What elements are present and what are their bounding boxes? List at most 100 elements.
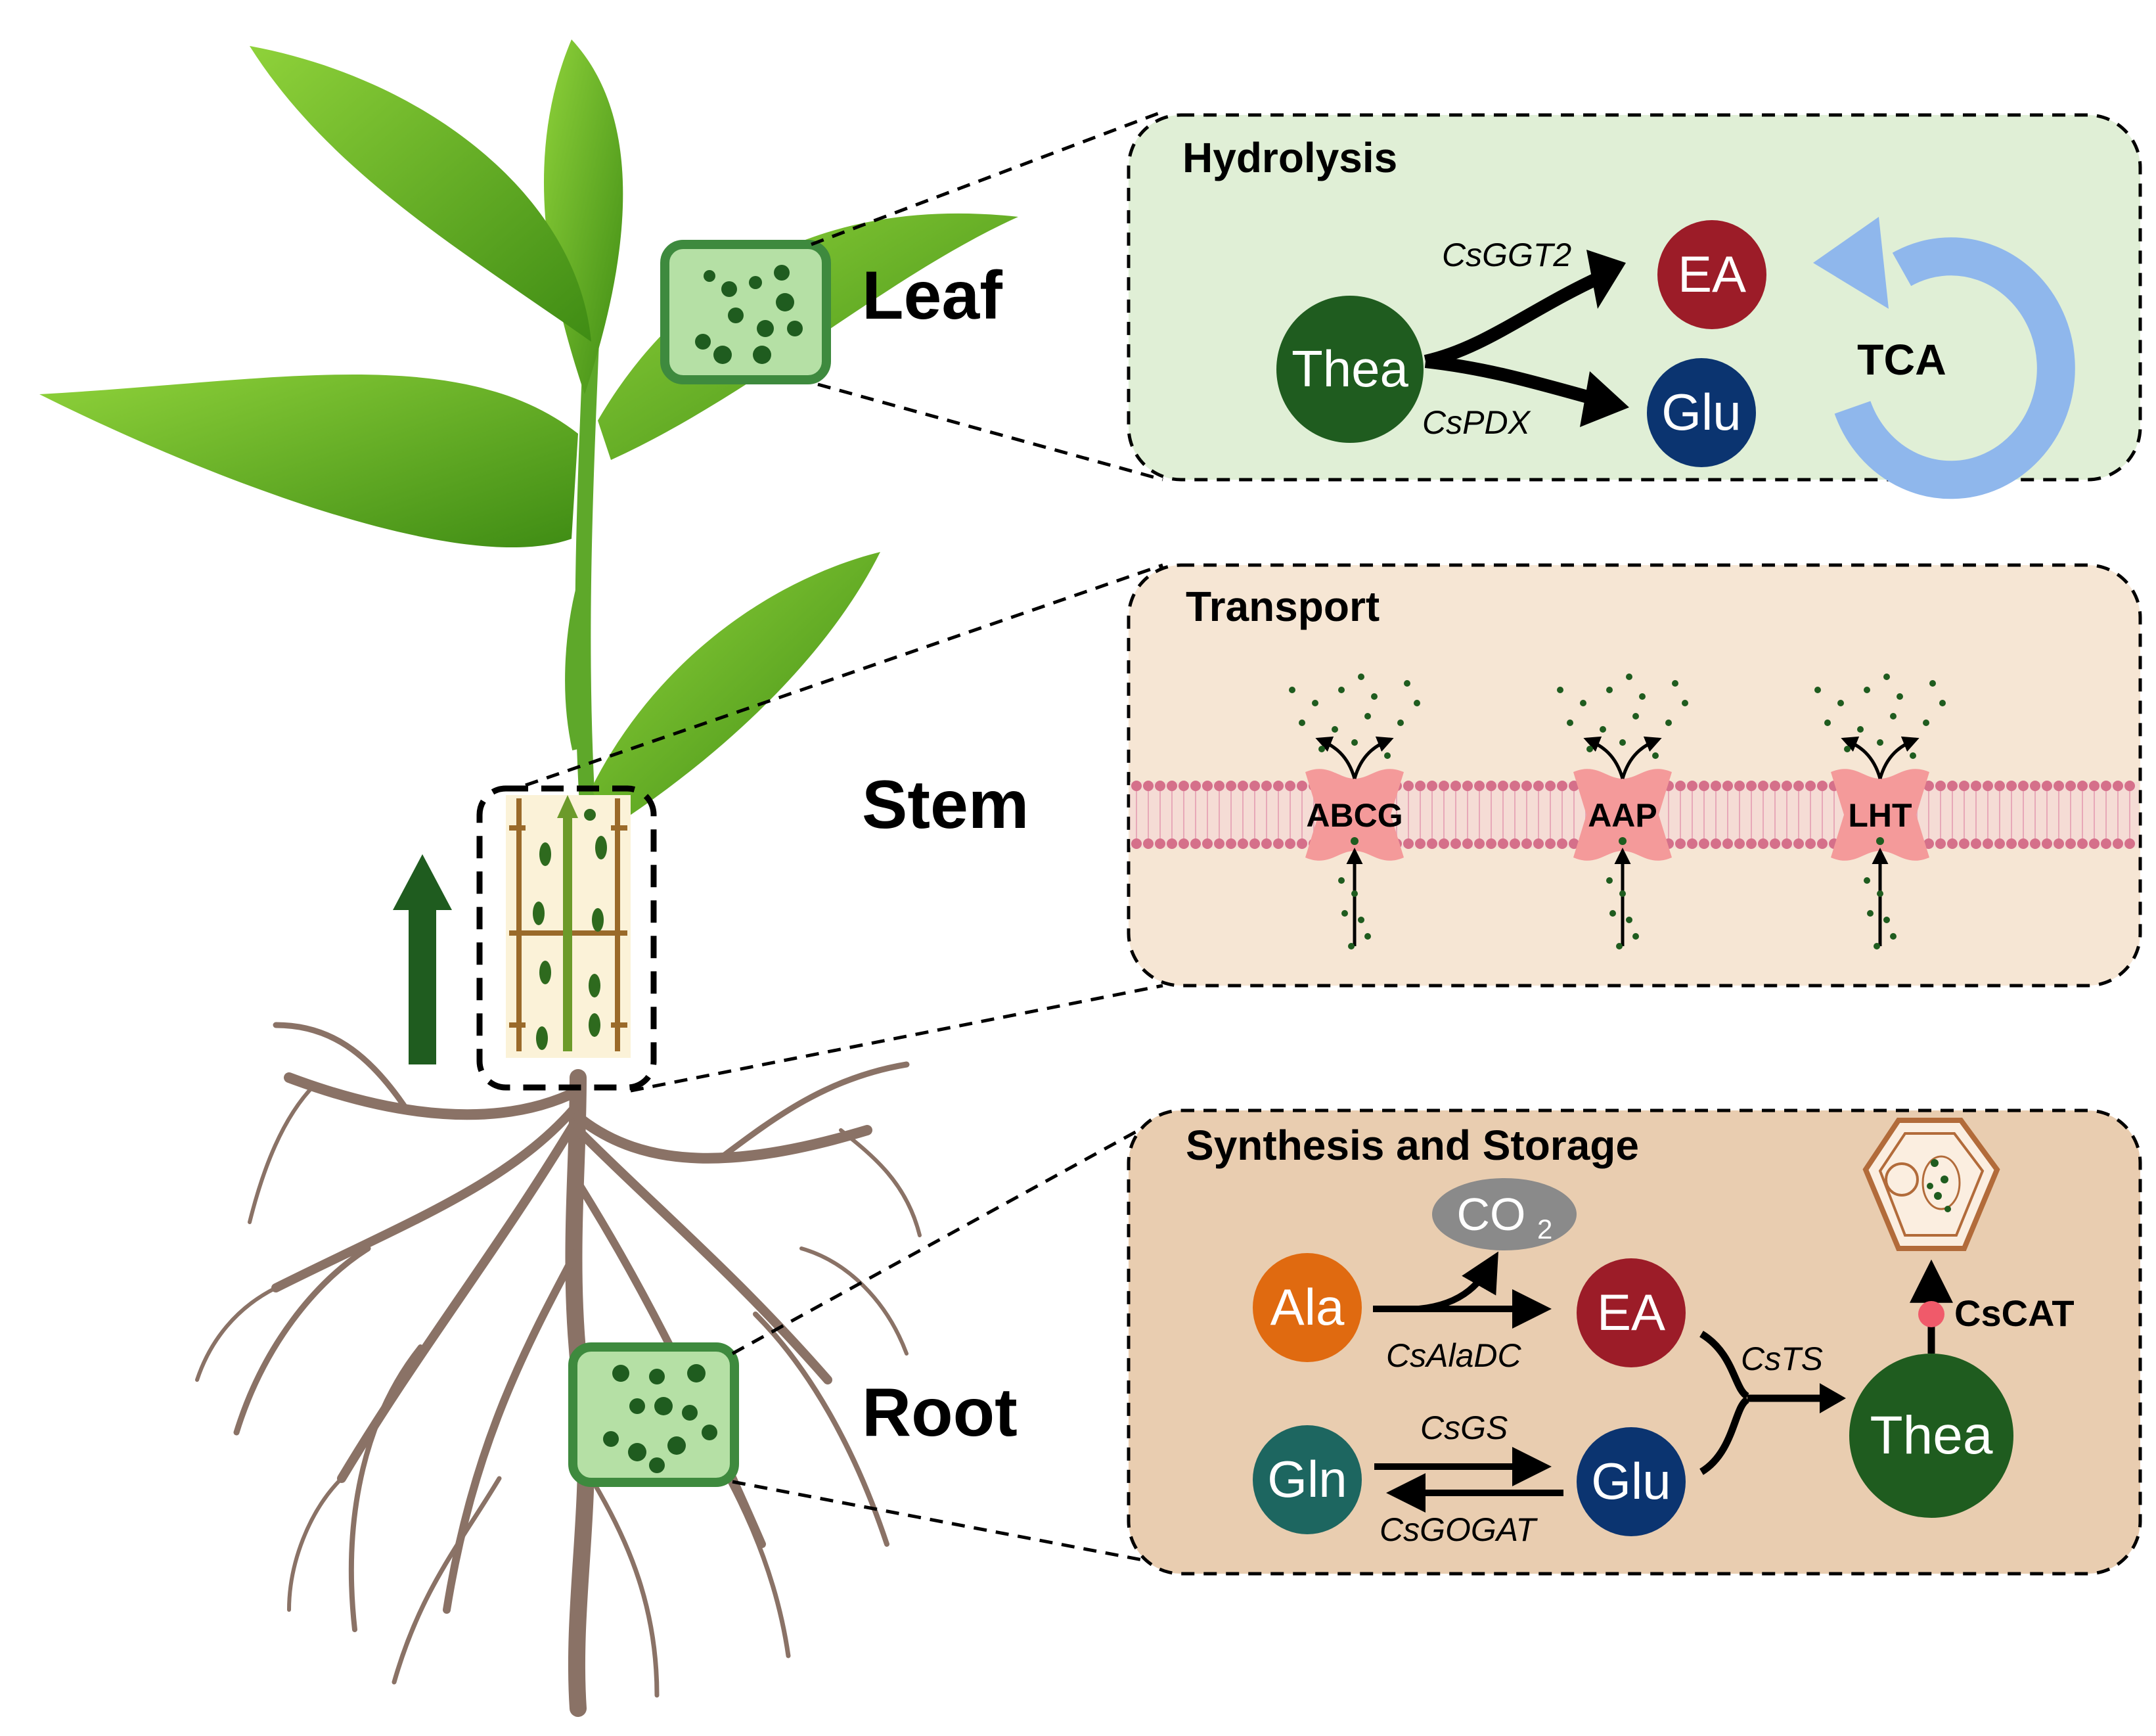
lipid-head xyxy=(1770,781,1780,791)
co2-release-arrow xyxy=(1418,1251,1498,1312)
left-leaf xyxy=(39,375,578,548)
theanine-dot xyxy=(1864,877,1870,884)
theanine-dot xyxy=(1384,752,1391,759)
lipid-head xyxy=(1474,781,1485,791)
lipid-head xyxy=(1817,838,1828,849)
lipid-head xyxy=(1793,781,1804,791)
efflux-arrow xyxy=(1878,736,1920,779)
lipid-head xyxy=(1226,781,1236,791)
enzyme-csaladc: CsAlaDC xyxy=(1386,1337,1521,1374)
lipid-head xyxy=(2018,781,2029,791)
lipid-head xyxy=(2065,838,2076,849)
glu-node-root xyxy=(1577,1427,1686,1536)
lipid-head xyxy=(2006,838,2017,849)
lipid-head xyxy=(1557,781,1567,791)
lipid-head xyxy=(1226,838,1236,849)
lipid-head xyxy=(1486,838,1496,849)
lipid-head xyxy=(1722,781,1733,791)
theanine-dot xyxy=(1364,933,1371,940)
lipid-head xyxy=(1770,838,1780,849)
lipid-head xyxy=(1450,838,1461,849)
lipid-head xyxy=(1675,781,1686,791)
lipid-head xyxy=(1569,838,1579,849)
transporter-channel xyxy=(1573,769,1672,861)
theanine-dot xyxy=(1338,877,1345,884)
lipid-head xyxy=(2089,838,2100,849)
lipid-head xyxy=(1285,838,1295,849)
theanine-dot xyxy=(1318,746,1325,752)
lipid-head xyxy=(1238,781,1248,791)
theanine-dot xyxy=(1665,720,1672,726)
theanine-dot xyxy=(1632,713,1639,720)
lipid-head xyxy=(1983,838,1993,849)
theanine-dot xyxy=(1609,910,1616,917)
tca-cycle-arrow xyxy=(1813,217,2075,499)
connector-lines xyxy=(525,110,1164,1566)
tea-shoot xyxy=(39,39,1018,828)
theanine-dot xyxy=(1890,713,1897,720)
lipid-head xyxy=(1403,781,1414,791)
lipid-head xyxy=(1297,781,1307,791)
lipid-head xyxy=(1439,838,1449,849)
theanine-dot xyxy=(1567,720,1573,726)
upper-left-leaf xyxy=(250,46,591,342)
theanine-dot xyxy=(1414,700,1420,706)
theanine-dot xyxy=(1557,687,1563,693)
transporter-channel xyxy=(1831,769,1929,861)
lipid-head xyxy=(1971,838,1981,849)
theanine-dot xyxy=(1351,739,1358,746)
theanine-dot xyxy=(1600,726,1606,733)
theanine-dot xyxy=(1626,674,1632,680)
glu-root-label: Glu xyxy=(1591,1452,1671,1510)
lipid-head xyxy=(1167,838,1177,849)
lipid-head xyxy=(1711,781,1721,791)
ala-node xyxy=(1253,1253,1362,1362)
lipid-head xyxy=(1214,781,1224,791)
ala-label: Ala xyxy=(1270,1278,1345,1336)
theanine-dot xyxy=(1682,700,1688,706)
glu-label: Glu xyxy=(1661,383,1741,441)
lipid-head xyxy=(1249,781,1260,791)
lipid-head xyxy=(1923,781,1934,791)
right-lower-leaf xyxy=(591,552,880,828)
theanine-dot xyxy=(1837,700,1844,706)
thea-node-root xyxy=(1849,1354,2013,1518)
lipid-head xyxy=(1155,781,1165,791)
lipid-head xyxy=(1758,838,1768,849)
stem-label: Stem xyxy=(862,767,1029,843)
lipid-head xyxy=(1699,781,1709,791)
theanine-dot xyxy=(1586,746,1593,752)
theanine-dot xyxy=(1877,890,1883,897)
lipid-head xyxy=(1462,838,1473,849)
enzyme-csgogat: CsGOGAT xyxy=(1380,1511,1538,1548)
stem-vessel-box xyxy=(476,785,657,1091)
lipid-head xyxy=(2030,781,2040,791)
lipid-head xyxy=(1935,781,1946,791)
lipid-head xyxy=(1403,838,1414,849)
lipid-head xyxy=(2042,838,2052,849)
tca-label: TCA xyxy=(1857,335,1946,384)
lipid-head xyxy=(1155,838,1165,849)
lipid-head xyxy=(1273,781,1284,791)
theanine-dot xyxy=(1929,680,1936,687)
cscat-transporter-dot xyxy=(1918,1301,1944,1327)
lipid-head xyxy=(1545,838,1556,849)
root-system xyxy=(195,1022,922,1717)
theanine-dot xyxy=(1404,680,1410,687)
efflux-arrow xyxy=(1315,736,1357,779)
side-shoot xyxy=(565,576,591,750)
lipid-head xyxy=(2006,781,2017,791)
storage-cell-icon xyxy=(1862,1118,2000,1251)
lipid-head xyxy=(2077,838,2088,849)
theanine-dot xyxy=(1890,933,1897,940)
theanine-dot xyxy=(1397,720,1404,726)
lipid-head xyxy=(1734,781,1745,791)
lipid-head xyxy=(2113,838,2123,849)
theanine-dot xyxy=(1619,890,1626,897)
theanine-dot xyxy=(1910,752,1916,759)
lipid-head xyxy=(1545,781,1556,791)
theanine-dot xyxy=(1923,720,1929,726)
lipid-head xyxy=(1143,781,1154,791)
enzyme-csts: CsTS xyxy=(1741,1340,1823,1377)
